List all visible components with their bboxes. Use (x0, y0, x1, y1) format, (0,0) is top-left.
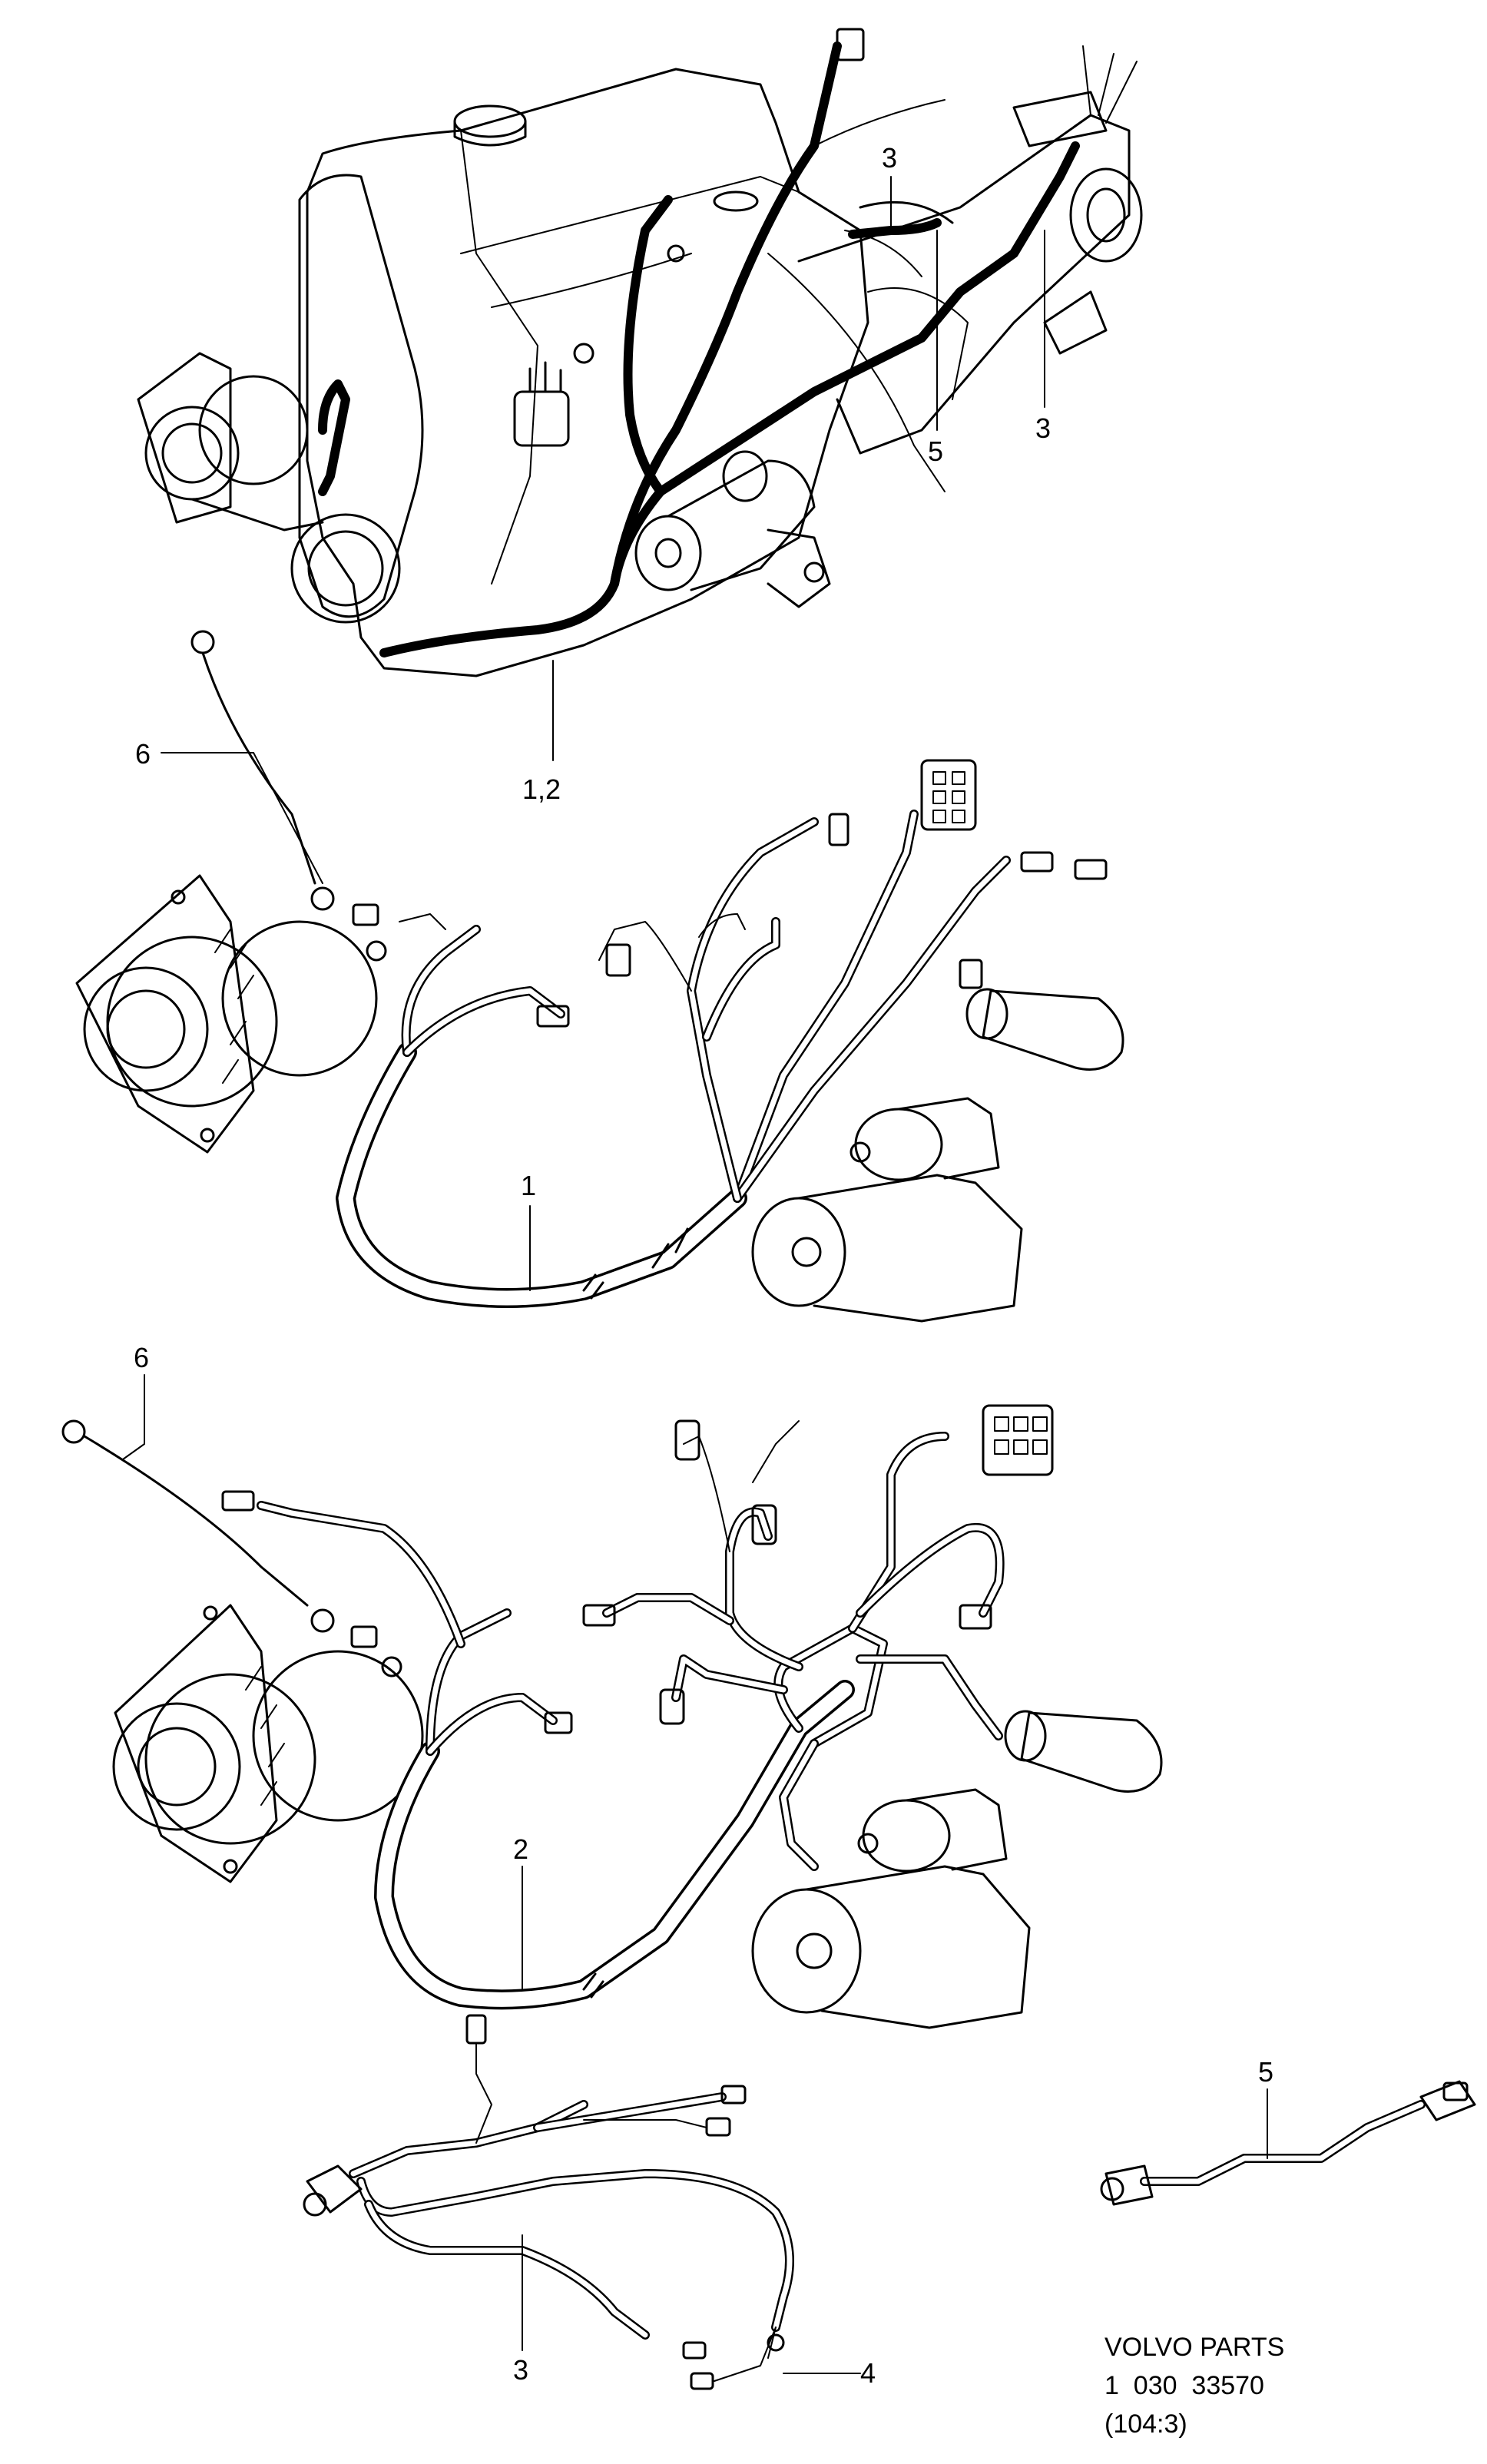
callout-top-3a: 3 (882, 142, 897, 174)
callout-harness2-2: 2 (513, 1833, 528, 1865)
callout-labels: 3 3 5 1,2 6 1 6 2 3 4 5 (134, 142, 1273, 2389)
harness-3-drawing (303, 2014, 794, 2390)
callout-top-5: 5 (928, 436, 943, 467)
footer-brand: VOLVO PARTS (1104, 2333, 1285, 2362)
harness-1-drawing (75, 630, 1124, 1323)
lower-callout-lines (122, 752, 1268, 2374)
callout-bottom-5: 5 (1258, 2056, 1273, 2088)
engine-assembly (137, 28, 1143, 677)
harness-2-drawing (61, 1404, 1163, 2029)
callout-harness1-6: 6 (135, 738, 151, 770)
footer-reference: (104:3) (1104, 2409, 1187, 2439)
part-5-drawing (1100, 2080, 1476, 2206)
callout-harness2-6: 6 (134, 1342, 149, 1373)
callout-top-3b: 3 (1035, 412, 1051, 444)
callout-top-1-2: 1,2 (522, 773, 561, 805)
callout-bottom-4: 4 (860, 2357, 876, 2389)
top-callout-lines (552, 176, 1045, 761)
callout-bottom-3: 3 (513, 2354, 528, 2386)
callout-harness1-1: 1 (521, 1170, 536, 1201)
footer-part-number: 1 030 33570 (1104, 2371, 1264, 2400)
